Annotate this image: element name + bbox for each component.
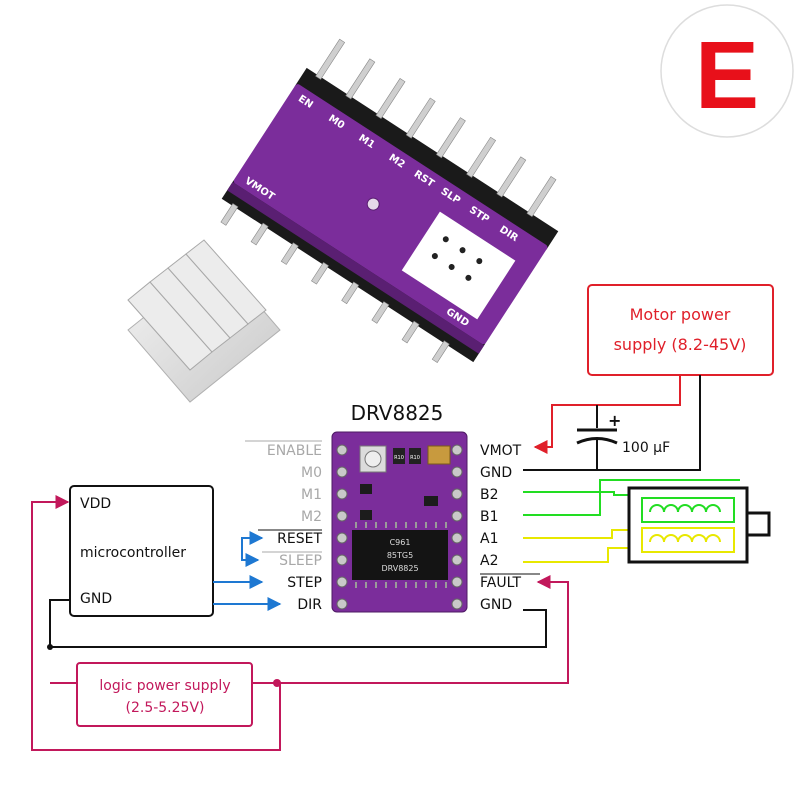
resistor-label: R10	[410, 455, 420, 461]
module-title: DRV8825	[351, 401, 444, 425]
motor-supply-line1: Motor power	[630, 305, 731, 324]
left-pin-labels: ENABLE M0 M1 M2 RESET SLEEP STEP DIR	[245, 440, 322, 613]
resistor-label: R10	[394, 455, 404, 461]
right-pin-labels: VMOT GND B2 B1 A1 A2 FAULT GND	[480, 443, 540, 613]
pin-a2: A2	[480, 553, 498, 569]
chip-text: C961	[390, 538, 411, 547]
pin-step: STEP	[287, 575, 322, 591]
motor-supply-line2: supply (8.2-45V)	[614, 335, 747, 354]
logic-supply-line1: logic power supply	[99, 678, 230, 694]
pin-b1: B1	[480, 509, 499, 525]
logic-power-supply: logic power supply (2.5-5.25V)	[76, 662, 253, 727]
pin-sleep: SLEEP	[279, 553, 322, 569]
pin-a1: A1	[480, 531, 498, 547]
capacitor-value: 100 µF	[622, 440, 670, 456]
chip-text: DRV8825	[381, 564, 418, 573]
motor-power-wiring	[523, 375, 701, 471]
pin-fault: FAULT	[480, 575, 521, 591]
ground-wire	[49, 599, 547, 648]
heatsink	[127, 239, 281, 403]
logic-supply-line2: (2.5-5.25V)	[126, 700, 205, 716]
capacitor-plus: +	[608, 411, 621, 430]
stepper-motor-icon	[627, 486, 771, 564]
pin-b2: B2	[480, 487, 499, 503]
pin-dir: DIR	[297, 597, 322, 613]
microcontroller-box: VDD microcontroller GND	[69, 485, 214, 617]
logic-wires	[213, 531, 282, 611]
pin-m1: M1	[301, 487, 322, 503]
pin-gnd-motor: GND	[480, 465, 512, 481]
pin-enable: ENABLE	[267, 443, 322, 459]
badge: E	[660, 4, 794, 138]
motor-power-supply: Motor power supply (8.2-45V)	[587, 284, 774, 376]
chip-text: 85TG5	[387, 551, 413, 560]
pin-m2: M2	[301, 509, 322, 525]
mcu-name: microcontroller	[80, 545, 186, 561]
junction-dot	[47, 644, 53, 650]
logic-power-wire	[31, 495, 569, 751]
pin-gnd-logic: GND	[480, 597, 512, 613]
junction-dot	[273, 679, 281, 687]
pin-reset: RESET	[277, 531, 322, 547]
drv8825-board: R10 R10 C961 85TG5 DRV8825	[331, 431, 468, 613]
mcu-vdd-label: VDD	[80, 496, 111, 512]
pin-vmot: VMOT	[480, 443, 522, 459]
module-photo: EN M0 M1 M2 RST SLP STP DIR VMOT GND	[220, 38, 559, 363]
badge-letter: E	[695, 22, 759, 129]
mcu-gnd-label: GND	[80, 591, 112, 607]
pin-m0: M0	[301, 465, 322, 481]
